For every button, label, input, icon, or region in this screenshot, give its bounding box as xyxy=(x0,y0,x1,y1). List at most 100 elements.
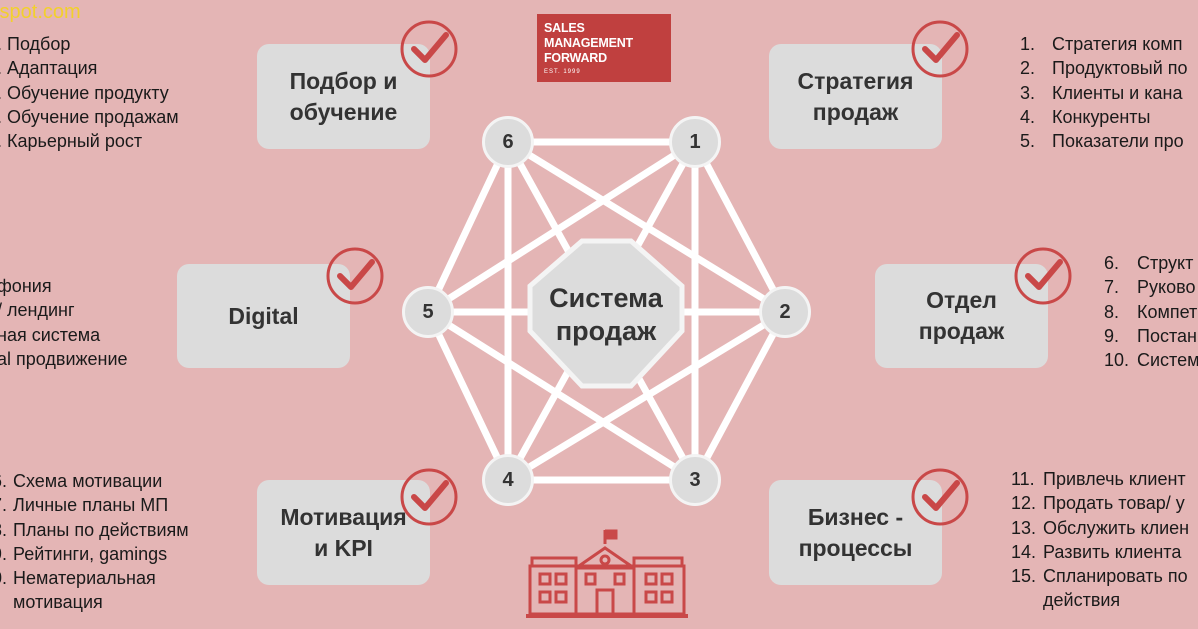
list-item-number: . xyxy=(0,81,7,105)
logo-line-2: MANAGEMENT xyxy=(544,36,633,50)
edge-1-2 xyxy=(691,138,789,316)
list-item-number: 8. xyxy=(0,519,8,540)
list-item-number: 6. xyxy=(0,471,8,491)
list-item-text: Конкуренты xyxy=(1052,106,1151,127)
list-item-text: Нематериальная xyxy=(13,568,156,589)
list-item-text: Компет xyxy=(1137,301,1198,322)
list-item-text: Рейтинги, gamings xyxy=(13,543,168,564)
node-2: 2 xyxy=(759,286,811,338)
list-item: .Карьерный рост xyxy=(0,129,179,153)
list-item-text: фония xyxy=(0,276,52,296)
list-item-text: Привлечь клиент xyxy=(1043,469,1186,489)
check-circle-icon xyxy=(400,468,458,526)
list-item-text: Схема мотивации xyxy=(13,471,163,491)
node-6: 6 xyxy=(482,116,534,168)
center-octagon xyxy=(527,238,685,389)
list-item-number: 13. xyxy=(1011,517,1037,538)
list-item: 4. Конкуренты xyxy=(1020,105,1188,129)
list-item: действия xyxy=(1011,588,1189,612)
list-item-text: Структ xyxy=(1137,253,1194,273)
list-item: 13. Обслужить клиен xyxy=(1011,516,1189,540)
list-item-number xyxy=(0,590,13,614)
list-item-text: Адаптация xyxy=(7,58,98,79)
list-item-number: 3. xyxy=(1020,82,1036,103)
list-item-number: . xyxy=(0,32,7,56)
list-item-number: 2. xyxy=(1020,58,1036,79)
list-recruit-training: .Подбор.Адаптация.Обучение продукту.Обуч… xyxy=(0,32,179,153)
list-item-number xyxy=(1011,588,1043,612)
list-item: 3.Клиенты и кана xyxy=(1020,81,1188,105)
list-item-number: . xyxy=(0,105,7,129)
list-item-text: Спланировать по xyxy=(1043,566,1188,587)
list-item: 2. Продуктовый по xyxy=(1020,56,1188,80)
list-item: 7. Руково xyxy=(1104,275,1198,299)
edge-2-6 xyxy=(504,138,789,316)
list-item-text: Продуктовый по xyxy=(1052,58,1188,79)
list-item: 14. Развить клиента xyxy=(1011,540,1189,564)
list-item-number: 9. xyxy=(0,543,8,564)
list-item-text: Личные планы МП xyxy=(13,495,169,516)
list-item-number: 1. xyxy=(1020,34,1036,54)
logo-line-3: FORWARD xyxy=(544,51,607,65)
list-item: .Адаптация xyxy=(0,56,179,80)
list-item: 10.Систем xyxy=(1104,348,1198,372)
list-item-number: 12. xyxy=(1011,493,1037,514)
list-item: / лендинг xyxy=(0,298,128,322)
list-item-text: Подбор xyxy=(7,34,71,54)
list-motivation-kpi: 6.Схема мотивации7.Личные планы МП8.План… xyxy=(0,469,189,615)
list-item-text: Показатели про xyxy=(1052,131,1184,152)
list-item-text: Обучение продажам xyxy=(7,106,179,127)
box-sales-strategy: Стратегия продаж xyxy=(769,44,942,149)
edge-4-5 xyxy=(424,308,512,484)
list-item: 9.Рейтинги, gamings xyxy=(0,542,189,566)
node-4: 4 xyxy=(482,454,534,506)
list-item-text: действия xyxy=(1043,590,1121,611)
list-item: 8.Планы по действиям xyxy=(0,518,189,542)
list-item: .Обучение продажам xyxy=(0,105,179,129)
list-item-number: . xyxy=(0,129,7,153)
node-3: 3 xyxy=(669,454,721,506)
list-item-text: Обслужить клиен xyxy=(1043,517,1190,538)
list-item: 5.Показатели про xyxy=(1020,129,1188,153)
sales-management-forward-logo: SALES MANAGEMENT FORWARD EST. 1999 xyxy=(537,14,671,82)
list-item-number: 7. xyxy=(1104,277,1120,298)
box-recruit-training: Подбор и обучение xyxy=(257,44,430,149)
list-item: 11. Привлечь клиент xyxy=(1011,467,1189,491)
list-item: al продвижение xyxy=(0,347,128,371)
check-circle-icon xyxy=(400,20,458,78)
list-item: 1.Стратегия комп xyxy=(1020,32,1188,56)
list-item-text: Постан xyxy=(1137,325,1197,346)
list-item-text: Карьерный рост xyxy=(7,131,143,152)
list-item: 12.Продать товар/ у xyxy=(1011,491,1189,515)
box-sales-department: Отдел продаж xyxy=(875,264,1048,368)
list-item: 6.Схема мотивации xyxy=(0,469,189,493)
list-item-text: Развить клиента xyxy=(1043,541,1182,562)
list-item-number: 0. xyxy=(0,568,8,589)
list-item-number: . xyxy=(0,56,7,80)
check-circle-icon xyxy=(911,20,969,78)
list-item-number: 4. xyxy=(1020,106,1036,127)
watermark-text: tspot.com xyxy=(0,1,81,23)
school-building-icon xyxy=(526,529,688,618)
check-circle-icon xyxy=(1014,247,1072,305)
list-item: 9. Постан xyxy=(1104,324,1198,348)
edge-5-6 xyxy=(424,138,512,316)
list-item-number: 10. xyxy=(1104,350,1130,371)
check-circle-icon xyxy=(911,468,969,526)
list-item-number: 9. xyxy=(1104,325,1120,346)
edge-1-5 xyxy=(424,138,699,316)
node-1: 1 xyxy=(669,116,721,168)
edge-3-5 xyxy=(424,308,699,484)
list-item-number: 15. xyxy=(1011,566,1037,587)
list-item-number: 14. xyxy=(1011,541,1037,562)
list-item-text: Руково xyxy=(1137,277,1196,298)
box-digital: Digital xyxy=(177,264,350,368)
list-item-text: Планы по действиям xyxy=(13,519,189,540)
list-item: мотивация xyxy=(0,590,189,614)
list-item-number: 11. xyxy=(1011,469,1035,489)
center-title: Система продаж xyxy=(549,283,663,346)
list-item-text: / лендинг xyxy=(0,300,75,321)
list-item: 15. Спланировать по xyxy=(1011,564,1189,588)
